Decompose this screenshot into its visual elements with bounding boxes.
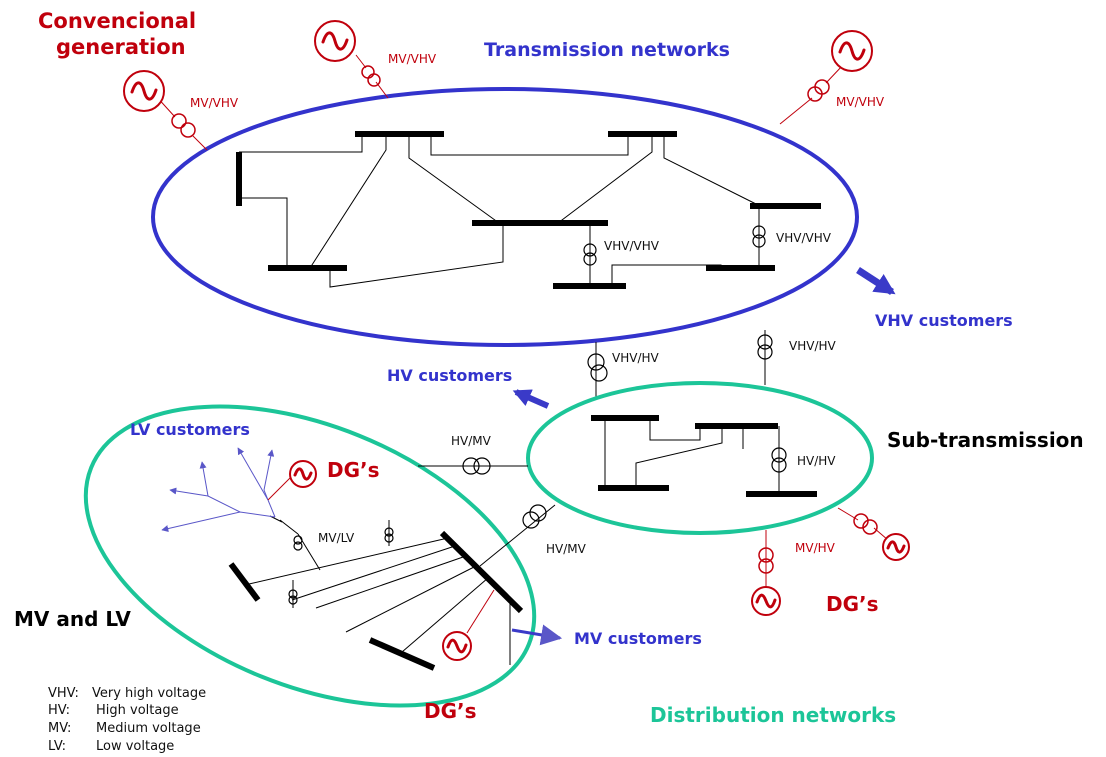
legend-abbr: HV: xyxy=(48,703,70,718)
transmission-lines xyxy=(239,134,761,288)
transformer-icon xyxy=(757,334,773,360)
label-lv-customers: LV customers xyxy=(130,420,250,439)
generator-icon xyxy=(882,533,910,561)
mv-buses xyxy=(228,530,524,671)
legend-abbr: VHV: xyxy=(48,686,79,701)
transmission-buses xyxy=(236,131,821,289)
trafo-label-vhv-vhv-center: VHV/VHV xyxy=(604,239,660,253)
label-distribution-networks: Distribution networks xyxy=(650,703,896,727)
trafo-label-mv-lv: MV/LV xyxy=(318,531,355,545)
transformer-icon xyxy=(384,527,394,543)
transformer-icon xyxy=(752,225,766,248)
legend-abbr: MV: xyxy=(48,721,71,736)
transformer-icon xyxy=(288,589,298,605)
legend-text: Very high voltage xyxy=(92,686,206,701)
label-dgs-right: DG’s xyxy=(826,592,879,616)
legend-abbr: LV: xyxy=(48,739,66,754)
lv-tree xyxy=(161,447,299,535)
label-transmission-networks: Transmission networks xyxy=(484,39,730,61)
label-dgs-bottom: DG’s xyxy=(424,699,477,723)
transformer-icon xyxy=(522,504,547,529)
trafo-label-hv-mv-top: HV/MV xyxy=(451,434,492,448)
transmission-network-ellipse xyxy=(151,87,859,347)
label-dgs-top: DG’s xyxy=(327,458,380,482)
arrow-icon xyxy=(856,267,896,295)
generator-icon xyxy=(314,20,356,62)
legend-text: Low voltage xyxy=(96,739,174,754)
generator-icon xyxy=(831,30,873,72)
trafo-label-vhv-vhv-right: VHV/VHV xyxy=(776,231,832,245)
label-conventional-generation-1: Convencional xyxy=(38,9,196,33)
trafo-label-mv-vhv-right: MV/VHV xyxy=(836,95,885,109)
transformer-icon xyxy=(807,79,830,102)
label-hv-customers: HV customers xyxy=(387,366,512,385)
trafo-label-mv-hv: MV/HV xyxy=(795,541,836,555)
transformer-icon xyxy=(462,457,491,475)
sub-transmission-ellipse xyxy=(526,381,874,535)
generator-icon xyxy=(751,586,781,616)
arrow-icon xyxy=(512,389,550,409)
legend-text: Medium voltage xyxy=(96,721,201,736)
transformer-icon xyxy=(587,353,608,382)
trafo-label-vhv-hv-left: VHV/HV xyxy=(612,351,660,365)
sub-transmission-lines xyxy=(604,418,780,494)
trafo-label-mv-vhv-top: MV/VHV xyxy=(388,52,437,66)
transformer-icon xyxy=(361,65,381,87)
mv-feeders xyxy=(248,520,511,665)
legend-text: High voltage xyxy=(96,703,179,718)
label-sub-transmission: Sub-transmission xyxy=(887,428,1084,452)
transformer-icon xyxy=(171,113,196,138)
trafo-label-mv-vhv-left: MV/VHV xyxy=(190,96,239,110)
sub-transmission-buses xyxy=(591,415,817,497)
legend: VHV: Very high voltage HV: High voltage … xyxy=(48,686,206,754)
generator-icon xyxy=(289,460,317,488)
generator-icon xyxy=(442,631,472,661)
mv-lv-ellipse xyxy=(83,404,537,708)
transformer-icon xyxy=(853,513,878,535)
transformer-icon xyxy=(771,447,787,473)
label-mv-customers: MV customers xyxy=(574,629,702,648)
transformer-icon xyxy=(293,535,303,551)
label-mv-and-lv: MV and LV xyxy=(14,607,131,631)
transformer-icon xyxy=(758,547,774,574)
trafo-label-hv-mv-bottom: HV/MV xyxy=(546,542,587,556)
arrow-icon xyxy=(511,624,563,646)
label-vhv-customers: VHV customers xyxy=(875,311,1013,330)
trafo-label-hv-hv: HV/HV xyxy=(797,454,836,468)
label-conventional-generation-2: generation xyxy=(56,35,186,59)
transformer-icon xyxy=(583,243,597,266)
trafo-label-vhv-hv-right: VHV/HV xyxy=(789,339,837,353)
generator-icon xyxy=(123,70,165,112)
